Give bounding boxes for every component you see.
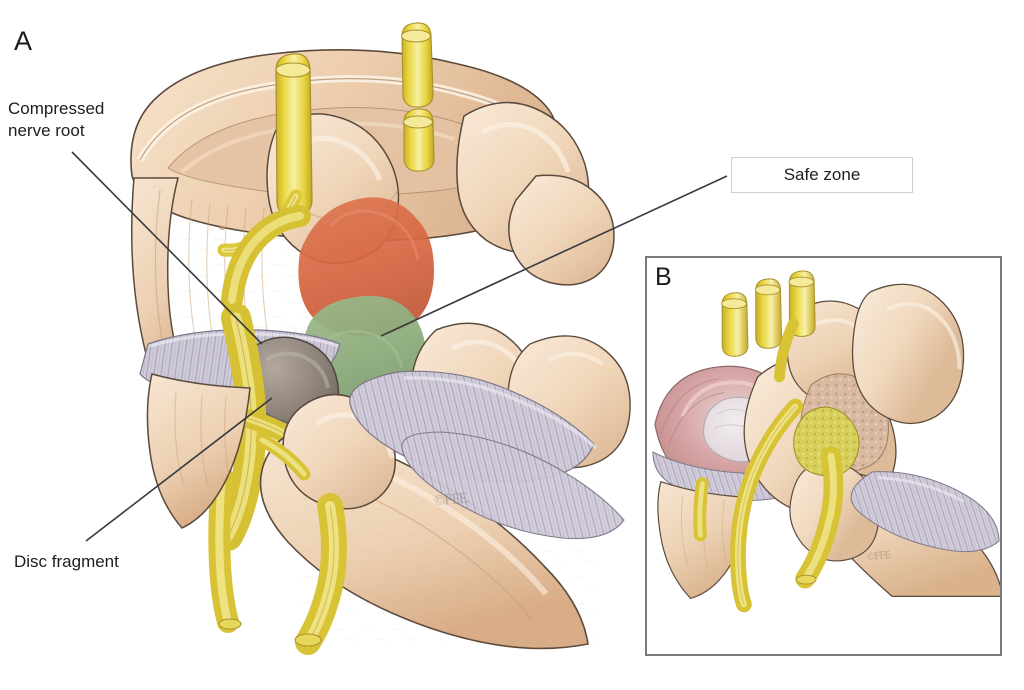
leader-disc-fragment [85,397,273,542]
panel-b-illustration [652,270,1000,613]
leader-safe-zone [380,175,728,337]
watermark-panel-b: ©FFE [866,548,891,564]
leader-lines [71,151,728,542]
safe-zone-callout-box: Safe zone [731,157,913,193]
nerve-roots-b [693,270,844,613]
panel-b-frame: ©FFE [645,256,1002,656]
ligamentum-flavum-lower [349,370,625,540]
disc-defect-shadow [769,402,817,461]
watermark-panel-a: ©FFE [433,490,468,510]
lower-vertebral-body [146,373,251,529]
label-disc-fragment: Disc fragment [14,552,119,571]
intervertebral-disc-b [652,365,846,502]
danger-zone-region [298,197,434,336]
fragment-b [793,406,860,477]
panel-a-letter: A [14,26,33,56]
leader-compressed-nerve-root [71,151,263,345]
panel-b-letter: B [655,263,673,291]
label-compressed-nerve-root: Compressed nerve root [8,99,105,141]
safe-zone-label: Safe zone [783,165,861,184]
nerve-roots-lower [208,433,347,655]
vertebral-bone-b [657,283,1000,600]
ligamentum-flavum-b [850,471,1000,553]
